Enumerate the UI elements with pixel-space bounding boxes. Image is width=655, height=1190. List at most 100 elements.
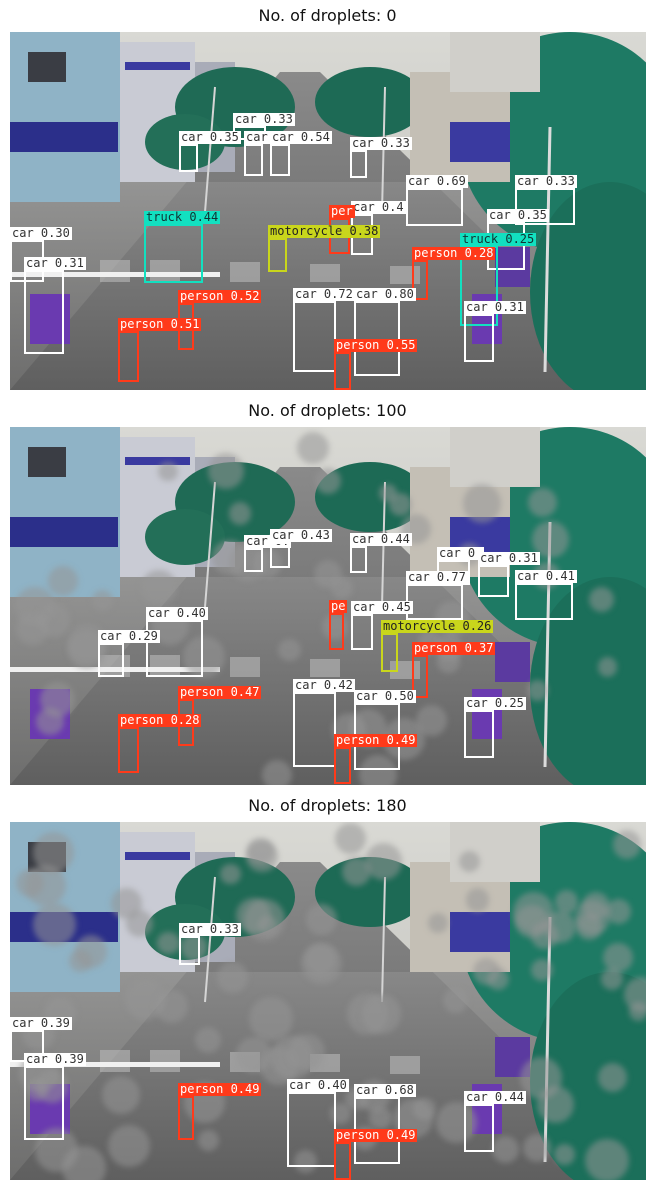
car-label: car 0. <box>437 546 485 560</box>
car-label: car 0.40 <box>287 1078 349 1092</box>
water-droplet <box>154 990 188 1024</box>
water-droplet <box>597 657 617 677</box>
car-bounding-box <box>354 301 400 376</box>
car-bounding-box <box>351 614 373 650</box>
person-label: per <box>329 204 355 218</box>
water-droplet <box>624 977 646 1012</box>
car-label: car 0.54 <box>270 130 332 144</box>
person-bounding-box <box>334 1142 351 1180</box>
water-droplet <box>278 639 301 662</box>
motorcycle-label: motorcycle 0.26 <box>381 619 494 633</box>
water-droplet <box>293 1149 317 1173</box>
person-label: person 0.49 <box>178 1082 262 1096</box>
water-droplet <box>544 910 577 943</box>
water-droplet <box>437 650 460 673</box>
person-label: person 0.49 <box>334 1128 418 1142</box>
water-droplet <box>314 468 341 495</box>
water-droplet <box>427 912 449 933</box>
car-label: car 0.31 <box>478 551 540 565</box>
car-bounding-box <box>350 546 367 573</box>
person-label: person 0.55 <box>334 338 418 352</box>
water-droplet <box>458 850 480 872</box>
person-label: person 0.28 <box>118 713 202 727</box>
water-droplet <box>217 961 249 994</box>
water-droplet <box>229 502 252 525</box>
car-label: car 0.33 <box>515 174 577 188</box>
water-droplet <box>40 681 76 717</box>
water-droplet <box>220 863 241 885</box>
car-bounding-box <box>478 565 509 597</box>
person-label: pe <box>329 599 348 613</box>
car-bounding-box <box>464 314 494 362</box>
car-label: car 0.72 <box>293 287 355 301</box>
water-droplet <box>158 461 178 482</box>
water-droplet <box>554 890 579 914</box>
water-droplet <box>125 909 154 938</box>
water-droplet <box>235 898 271 934</box>
car-label: car 0.39 <box>24 1052 86 1066</box>
car-bounding-box <box>179 936 200 965</box>
water-droplet <box>157 931 180 955</box>
car-bounding-box <box>406 584 463 620</box>
truck-bounding-box <box>144 224 203 283</box>
water-droplet <box>581 891 610 920</box>
water-droplet <box>554 1144 576 1165</box>
water-droplet <box>195 1026 222 1053</box>
water-droplet <box>313 559 342 588</box>
water-droplet <box>101 1075 140 1114</box>
water-droplet <box>378 484 397 503</box>
car-label: car 0.29 <box>98 629 160 643</box>
water-droplet <box>69 949 92 973</box>
car-label: car 0.40 <box>146 606 208 620</box>
water-droplet <box>365 843 403 881</box>
car-bounding-box <box>270 144 290 176</box>
water-droplet <box>466 888 490 912</box>
water-droplet <box>296 431 329 464</box>
water-droplet <box>262 760 293 785</box>
car-bounding-box <box>406 188 463 226</box>
water-droplet <box>246 837 274 865</box>
water-droplet <box>180 934 208 961</box>
panel-title: No. of droplets: 180 <box>248 796 407 815</box>
car-label: car 0.35 <box>487 208 549 222</box>
water-droplet <box>530 958 554 981</box>
truck-label: truck 0.25 <box>460 232 537 246</box>
car-label: car 0.33 <box>233 112 295 126</box>
car-bounding-box <box>146 620 203 677</box>
car-bounding-box <box>350 150 367 178</box>
water-droplet <box>492 1136 520 1164</box>
car-bounding-box <box>270 542 290 568</box>
person-bounding-box <box>118 727 139 773</box>
water-droplet <box>305 904 338 936</box>
car-bounding-box <box>24 270 64 354</box>
car-label: car 0.50 <box>354 689 416 703</box>
person-bounding-box <box>334 352 351 390</box>
car-bounding-box <box>179 144 198 172</box>
water-droplet <box>24 864 67 907</box>
car-label: car 0.68 <box>354 1083 416 1097</box>
car-label: car 0.80 <box>354 287 416 301</box>
water-droplet <box>62 1146 107 1180</box>
car-label: car 0.33 <box>179 922 241 936</box>
water-droplet <box>436 1101 478 1143</box>
car-label: car 0.30 <box>10 226 72 240</box>
car-label: car 0.44 <box>350 532 412 546</box>
car-label: car 0.31 <box>24 256 86 270</box>
person-label: person 0.52 <box>178 289 262 303</box>
person-bounding-box <box>118 331 139 382</box>
water-droplet <box>198 1129 219 1151</box>
panel-title: No. of droplets: 100 <box>248 401 407 420</box>
truck-label: truck 0.44 <box>144 210 221 224</box>
water-droplet <box>522 1133 551 1162</box>
water-droplet <box>442 988 468 1013</box>
water-droplet <box>601 967 624 991</box>
water-droplet <box>342 857 372 887</box>
panel-title: No. of droplets: 0 <box>258 6 397 25</box>
person-bounding-box <box>412 655 428 698</box>
water-droplet <box>462 483 502 523</box>
car-bounding-box <box>287 1092 336 1167</box>
car-bounding-box <box>293 301 336 372</box>
water-droplet <box>270 1036 314 1080</box>
